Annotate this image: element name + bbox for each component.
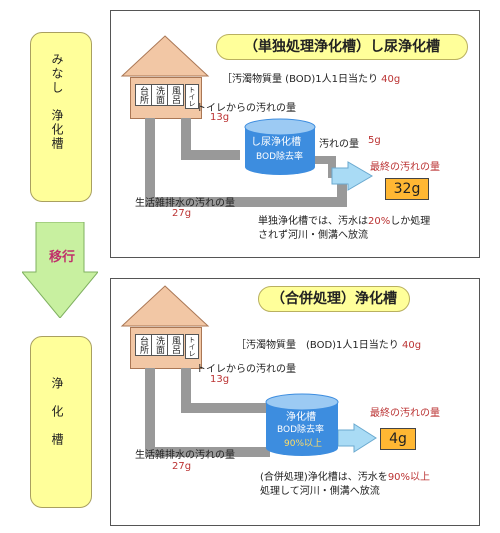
top-note-line2: されず河川・側溝へ放流 — [258, 230, 368, 241]
top-misc-value: 27g — [172, 208, 192, 219]
left-top-box: みなし 浄化槽 — [30, 32, 92, 202]
top-quality-value: 40g — [381, 74, 401, 85]
bottom-pipes — [145, 368, 377, 457]
bottom-room-bath: 風呂 — [167, 334, 184, 356]
left-top-label: みなし 浄化槽 — [50, 53, 64, 151]
top-quality-text: ［汚濁物質量 (BOD)1人1日当たり — [222, 74, 378, 85]
bottom-note: (合併処理)浄化槽は、汚水を90%以上 処理して河川・側溝へ放流 — [260, 471, 430, 499]
transition-label: 移行 — [49, 250, 76, 265]
top-misc-label: 生活雑排水の汚れの量 — [135, 198, 235, 209]
top-pipes — [145, 118, 373, 207]
top-note-pre: 単独浄化槽では、汚水は — [258, 216, 368, 227]
top-note-pct: 20% — [368, 216, 391, 227]
bottom-quality-text: ［汚濁物質量 (BOD)1人1日当たり — [236, 340, 399, 351]
top-out-label: 汚れの量 — [319, 139, 359, 150]
top-final-label: 最終の汚れの量 — [370, 162, 440, 173]
bottom-misc-label: 生活雑排水の汚れの量 — [135, 450, 235, 461]
bottom-misc-value: 27g — [172, 461, 192, 472]
top-house-roof — [120, 35, 210, 77]
bottom-note-pct: 90%以上 — [387, 472, 431, 483]
bottom-quality-value: 40g — [401, 340, 422, 351]
bottom-final-value: 4g — [380, 428, 416, 450]
top-quality: ［汚濁物質量 (BOD)1人1日当たり 40g — [222, 70, 400, 85]
top-toilet-label: トイレからの汚れの量 — [196, 103, 296, 114]
bottom-title: （合併処理）浄化槽 — [258, 286, 410, 312]
bottom-note-line2: 処理して河川・側溝へ放流 — [260, 486, 380, 497]
top-final-value: 32g — [385, 178, 429, 200]
bottom-tank-label3: 90%以上 — [284, 439, 323, 449]
bottom-tank — [265, 393, 339, 456]
bottom-note-pre: (合併処理)浄化槽は、汚水を — [260, 472, 388, 483]
bottom-house-rooms: 台所 洗面 風呂 トイレ — [133, 334, 199, 360]
top-room-bath: 風呂 — [167, 84, 184, 106]
bottom-toilet-value: 13g — [210, 374, 230, 385]
bottom-room-toilet: トイレ — [185, 334, 199, 359]
top-title: （単独処理浄化槽）し尿浄化槽 — [216, 34, 468, 60]
top-tank-label1: し尿浄化槽 — [251, 137, 301, 148]
bottom-tank-label2: BOD除去率 — [277, 425, 325, 435]
top-out-value: 5g — [368, 135, 381, 146]
bottom-final-label: 最終の汚れの量 — [370, 408, 440, 419]
left-bottom-box: 浄 化 槽 — [30, 336, 92, 508]
top-note-post: しか処理 — [390, 216, 431, 227]
transition-arrow — [22, 222, 98, 318]
top-note: 単独浄化槽では、汚水は20%しか処理 されず河川・側溝へ放流 — [258, 215, 430, 243]
top-house-rooms: 台所 洗面 風呂 トイレ — [133, 84, 199, 110]
top-tank-label2: BOD除去率 — [256, 152, 304, 162]
bottom-toilet-label: トイレからの汚れの量 — [196, 364, 296, 375]
bottom-tank-label1: 浄化槽 — [286, 412, 316, 423]
top-toilet-value: 13g — [210, 112, 230, 123]
top-tank — [244, 118, 316, 175]
top-room-toilet: トイレ — [185, 84, 199, 109]
bottom-house-roof — [120, 285, 210, 327]
left-bottom-label: 浄 化 槽 — [50, 377, 64, 447]
bottom-quality: ［汚濁物質量 (BOD)1人1日当たり 40g — [236, 336, 421, 351]
